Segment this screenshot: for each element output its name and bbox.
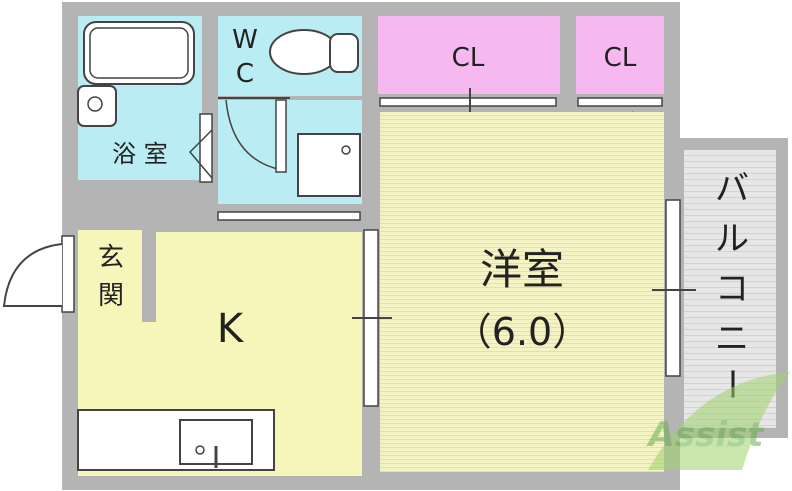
closet-right — [576, 16, 664, 94]
entrance-label-top: 玄 — [98, 243, 124, 273]
basin-drain — [87, 96, 103, 112]
closet-left-label: CL — [452, 43, 485, 73]
kitchen-sink — [179, 419, 253, 465]
entrance-door — [61, 235, 75, 313]
balcony-char-2: ル — [715, 219, 749, 259]
western-room-label: 洋室 — [480, 245, 564, 294]
outside-area — [0, 195, 62, 491]
logo-swoosh — [648, 372, 790, 470]
assist-logo: Assist — [646, 372, 790, 470]
closet-left-door — [379, 97, 557, 107]
closet-right-door — [577, 97, 663, 107]
bath-door — [199, 113, 213, 183]
washing-machine-pan — [297, 133, 361, 197]
wash-basin — [77, 85, 117, 127]
wc-label-top: W — [232, 25, 258, 55]
wc-label-bottom: C — [236, 59, 254, 89]
balcony-char-3: コ — [715, 269, 749, 309]
balcony-window — [665, 199, 681, 377]
closet-right-label: CL — [604, 43, 637, 73]
wc-door-jamb — [275, 99, 287, 173]
hall-rail — [217, 211, 361, 221]
bathtub-inner — [89, 27, 189, 79]
closet-left — [378, 16, 560, 94]
toilet-bowl — [269, 29, 339, 75]
kitchen-label: K — [217, 306, 245, 352]
bathtub — [83, 21, 195, 85]
pan-drain — [341, 145, 351, 155]
bath-label: 浴 室 — [112, 140, 168, 168]
sink-drain — [195, 445, 205, 455]
western-room — [380, 112, 664, 472]
balcony-char-1: バ — [715, 169, 749, 209]
entrance-door-swing — [2, 243, 63, 307]
wc-door-swing — [225, 99, 283, 171]
logo-text: Assist — [646, 415, 766, 455]
bath-door-swing — [188, 129, 213, 179]
toilet-tank — [329, 33, 359, 73]
entrance-label-bottom: 関 — [98, 281, 124, 311]
balcony-char-4: ニ — [715, 319, 749, 359]
western-room-size: （6.0） — [454, 310, 590, 354]
